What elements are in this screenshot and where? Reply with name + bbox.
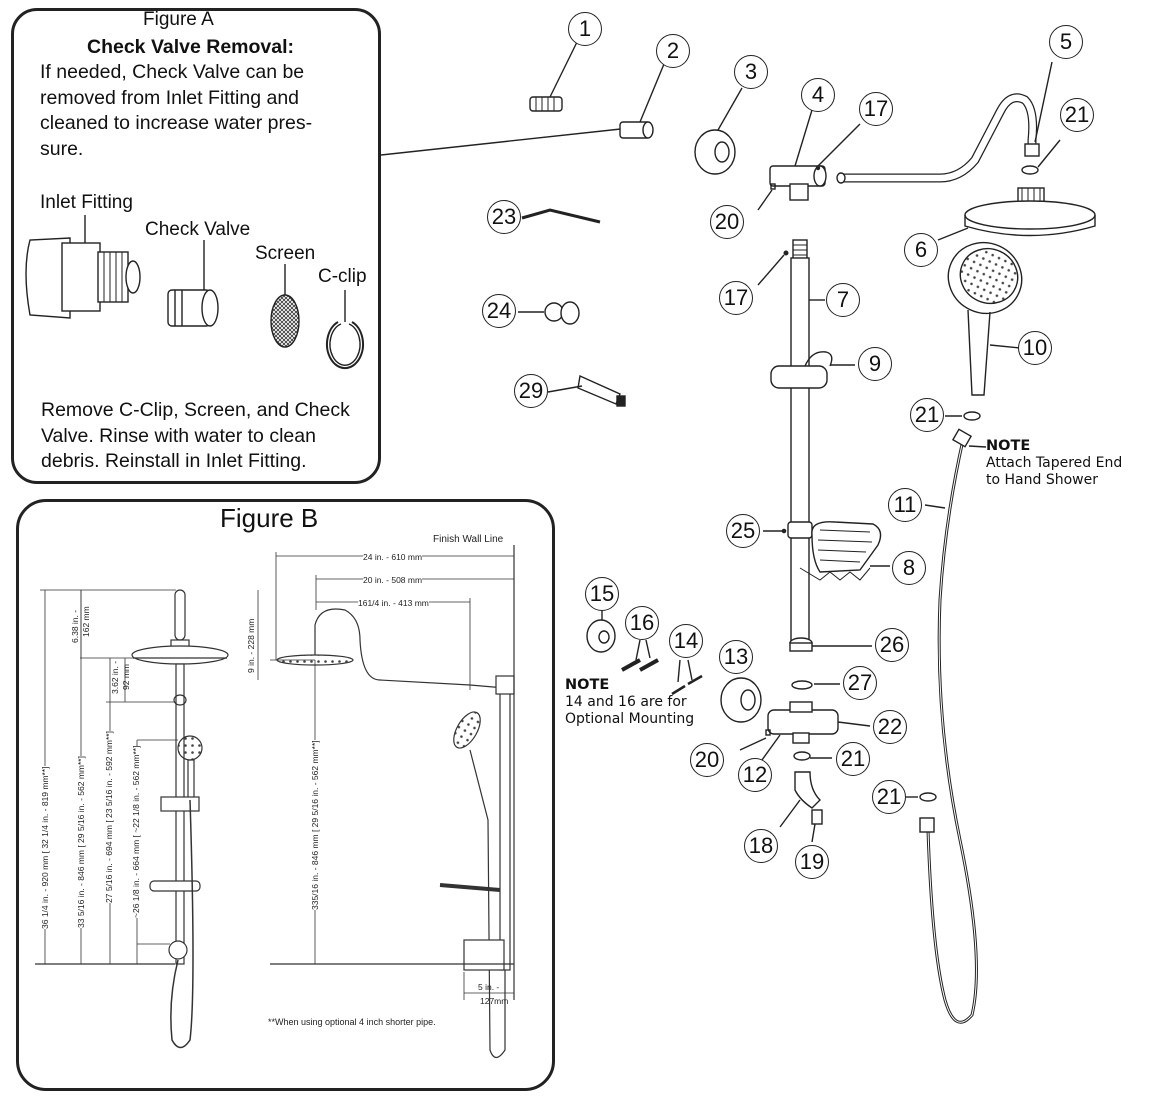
callout-c18: 18 [744,829,778,863]
callout-c25: 25 [726,514,760,548]
screen-label: Screen [255,243,316,264]
note-line: Attach Tapered End [986,455,1123,471]
callout-c13: 13 [719,640,753,674]
part-22-diverter-body [767,709,839,735]
part-7-slide-bar [790,257,810,649]
callout-c11: 11 [888,488,922,522]
intro-line: removed from Inlet Fitting and [40,86,300,109]
callout-c24: 24 [482,294,516,328]
callout-c23: 23 [487,200,521,234]
part-6-rain-head [964,200,1096,230]
callout-c21b: 21 [910,398,944,432]
part-11-hose [926,439,978,1024]
intro-line: sure. [40,137,84,160]
part-9-slider [770,365,828,389]
dim-3-62in: 3.62 in. - [110,660,120,694]
callout-c16: 16 [625,606,659,640]
callout-c29: 29 [514,374,548,408]
dim-36in: 36 1/4 in. - 920 mm [ 32 1/4 in. - 819 m… [40,766,50,929]
note-line: 14 and 16 are for [565,694,687,710]
dim-6-38in-mm: 162 mm [81,606,91,637]
part-23-hex-key [521,208,601,224]
part-29-grease-tube [577,374,621,405]
instruction-line: debris. Reinstall in Inlet Fitting. [41,450,307,472]
hose-note: NOTE Attach Tapered End to Hand Shower [986,438,1122,489]
dim-9in: 9 in. - 228 mm [246,618,256,673]
screen-drawing [270,294,300,348]
figure-b-title: Figure B [220,503,319,533]
dim-26in: ~26 1/8 in. - 664 mm [ ~22 1/8 in. - 562… [131,745,141,918]
note-line: Optional Mounting [565,711,695,727]
inlet-fitting-drawing [25,215,141,319]
callout-c21d: 21 [872,780,906,814]
callout-c17a: 17 [859,92,893,126]
callout-c26: 26 [875,628,909,662]
dim-5in: 5 in. - [478,982,500,992]
callout-c12: 12 [738,758,772,792]
callout-c6: 6 [904,233,938,267]
callout-c10: 10 [1018,331,1052,365]
dim-3-62in-mm: 92 mm [121,664,131,690]
callout-c3: 3 [734,55,768,89]
callout-c8: 8 [892,551,926,585]
intro-line: cleaned to increase water pres- [40,112,313,134]
callout-c4: 4 [801,78,835,112]
c-clip-drawing [326,321,364,370]
instruction-line: Valve. Rinse with water to clean [41,424,316,447]
dim-6-38in: 6.38 in. - [70,609,80,643]
figure-a-instructions: Remove C-Clip, Screen, and Check Valve. … [41,398,350,475]
callout-c1: 1 [568,12,602,46]
dim-5in-mm: 127mm [480,996,509,1006]
mounting-note: NOTE 14 and 16 are for Optional Mounting [565,677,694,728]
check-valve-drawing [167,240,219,327]
part-15-bracket [586,619,616,653]
part-8-soap-dish [811,521,882,573]
instruction-line: Remove C-Clip, Screen, and Check [41,399,350,421]
c-clip-label: C-clip [318,266,367,287]
dim-33-side: 335/16 in. - 846 mm [ 29 5/16 in. - 562 … [310,740,320,910]
dim-16in: 161/4 in. - 413 mm [358,598,429,608]
callout-c20a: 20 [710,205,744,239]
figure-b-panel [16,499,555,1091]
dim-33in: 33 5/16 in. - 846 mm [ 29 5/16 in. - 562… [76,756,86,928]
callout-c17b: 17 [719,281,753,315]
dim-27in: 27 5/16 in. - 694 mm [ 23 5/16 in. - 592… [104,731,114,903]
dim-24in: 24 in. - 610 mm [363,552,423,562]
dim-20in: 20 in. - 508 mm [363,575,423,585]
callout-c15: 15 [585,577,619,611]
note-title: NOTE [986,438,1031,454]
callout-c21c: 21 [836,742,870,776]
part-18-elbow [794,771,821,809]
figure-a-panel [11,8,381,484]
callout-c7: 7 [826,283,860,317]
inlet-fitting-label: Inlet Fitting [40,192,133,213]
finish-wall-line-label: Finish Wall Line [433,534,504,545]
note-line: to Hand Shower [986,472,1098,488]
callout-c5: 5 [1049,25,1083,59]
callout-c21a: 21 [1060,98,1094,132]
footnote: **When using optional 4 inch shorter pip… [268,1017,436,1027]
part-1-nipple [529,96,563,112]
figure-a-heading: Check Valve Removal: [87,36,295,58]
check-valve-label: Check Valve [145,219,251,240]
callout-c19: 19 [795,845,829,879]
figure-a-title: Figure A [143,9,214,30]
callout-c20b: 20 [690,743,724,777]
callout-c14: 14 [669,624,703,658]
figure-a-intro: If needed, Check Valve can be removed fr… [40,60,312,162]
callout-c27: 27 [843,666,877,700]
callout-c22: 22 [873,710,907,744]
callout-c9: 9 [858,347,892,381]
intro-line: If needed, Check Valve can be [40,61,305,83]
callout-c2: 2 [656,34,690,68]
note-title: NOTE [565,677,610,693]
